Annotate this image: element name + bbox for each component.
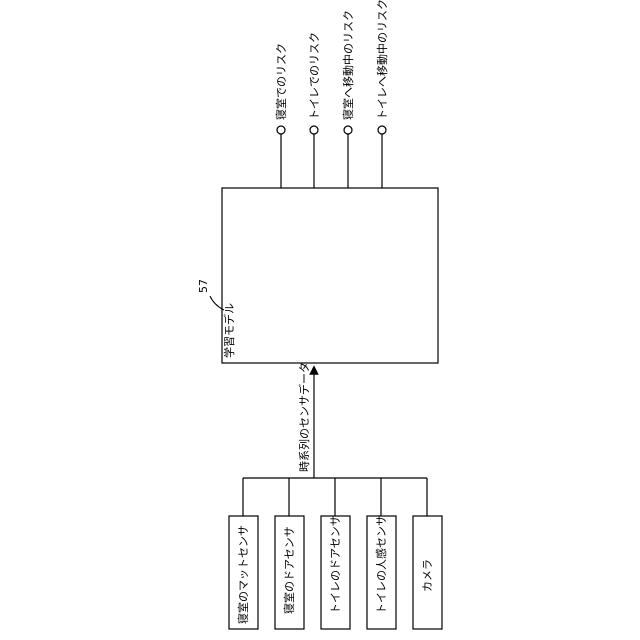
input-edge-label: 時系列のセンサデータ: [297, 362, 311, 472]
sensor-connector-lines: [243, 478, 427, 516]
sensor-label-toilet-motion: トイレの人感センサ: [375, 515, 388, 614]
output-terminal-circle: [344, 126, 352, 134]
output-label-moving-to-toilet-risk: トイレへ移動中のリスク: [375, 0, 389, 120]
output-terminal-circle: [310, 126, 318, 134]
output-terminals: [277, 126, 386, 134]
sensor-label-bedroom-door: 寝室のドアセンサ: [282, 526, 296, 614]
learning-model-label: 学習モデル: [222, 303, 236, 358]
learning-model-ref-number: 57: [197, 279, 210, 293]
output-label-moving-to-bedroom-risk: 寝室へ移動中のリスク: [341, 10, 355, 120]
output-lines: [281, 134, 382, 188]
sensor-label-camera: カメラ: [421, 559, 434, 592]
output-terminal-circle: [277, 126, 285, 134]
output-label-bedroom-risk: 寝室でのリスク: [274, 43, 288, 120]
output-label-toilet-risk: トイレでのリスク: [308, 32, 321, 120]
sensor-label-bedroom-mat: 寝室のマットセンサ: [236, 525, 250, 624]
learning-model-box: [222, 188, 438, 363]
sensor-label-toilet-door: トイレのドアセンサ: [329, 515, 342, 614]
output-terminal-circle: [378, 126, 386, 134]
